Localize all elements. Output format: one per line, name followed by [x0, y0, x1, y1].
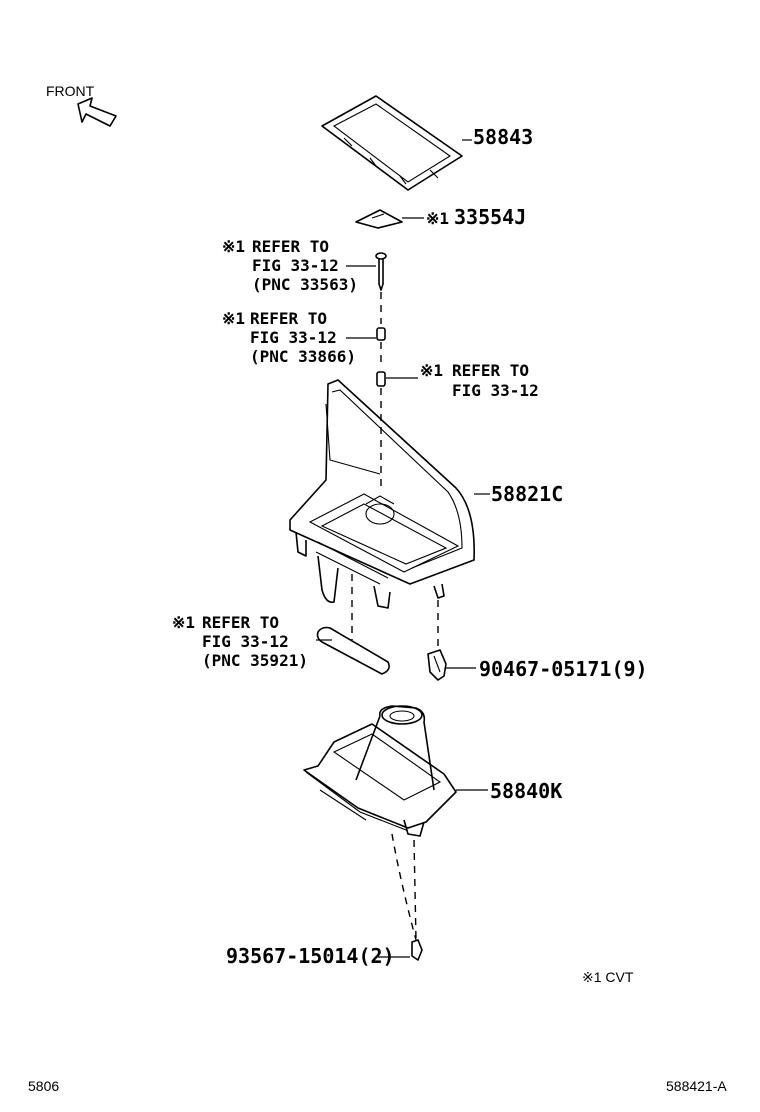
legend-cvt: ※1 CVT — [582, 969, 634, 985]
part-58843-frame[interactable] — [321, 95, 463, 191]
ref4-mark: ※1 — [172, 613, 195, 632]
footer-left-code: 5806 — [28, 1078, 59, 1094]
ref1-line3: (PNC 33563) — [252, 275, 358, 294]
ref4-line2: FIG 33-12 — [202, 632, 289, 651]
ref1-mark: ※1 — [222, 237, 245, 256]
label-33554j: 33554J — [454, 205, 526, 229]
ref2-line3: (PNC 33866) — [250, 347, 356, 366]
part-58840k-boot[interactable] — [303, 705, 457, 837]
footer-right-code: 588421-A — [666, 1078, 727, 1094]
mark-33554j: ※1 — [426, 209, 449, 228]
front-arrow-icon — [77, 97, 117, 127]
part-90467-clip[interactable] — [427, 649, 447, 681]
bolt-93567-icon[interactable] — [411, 939, 423, 961]
label-58821c: 58821C — [491, 482, 563, 506]
dash-line-7 — [413, 839, 417, 941]
label-93567: 93567-15014(2) — [226, 944, 395, 968]
ref2-line2: FIG 33-12 — [250, 328, 337, 347]
label-58843: 58843 — [473, 125, 533, 149]
nut-icon[interactable] — [376, 327, 386, 341]
ref1-line2: FIG 33-12 — [252, 256, 339, 275]
ref2-mark: ※1 — [222, 309, 245, 328]
ref1-line1: REFER TO — [252, 237, 329, 256]
ref4-line1: REFER TO — [202, 613, 279, 632]
ref3-line2: FIG 33-12 — [452, 381, 539, 400]
ref3-line1: REFER TO — [452, 361, 529, 380]
screw-icon[interactable] — [375, 252, 387, 291]
front-label: FRONT — [46, 83, 95, 99]
part-58821c-panel[interactable] — [289, 379, 475, 609]
spacer-icon[interactable] — [376, 371, 386, 387]
ref4-line3: (PNC 35921) — [202, 651, 308, 670]
dash-line-6 — [391, 833, 417, 941]
part-35921-pad[interactable] — [316, 626, 390, 675]
label-58840k: 58840K — [490, 779, 562, 803]
part-33554j-clip[interactable] — [355, 209, 403, 229]
label-90467: 90467-05171(9) — [479, 657, 648, 681]
ref2-line1: REFER TO — [250, 309, 327, 328]
ref3-mark: ※1 — [420, 361, 443, 380]
